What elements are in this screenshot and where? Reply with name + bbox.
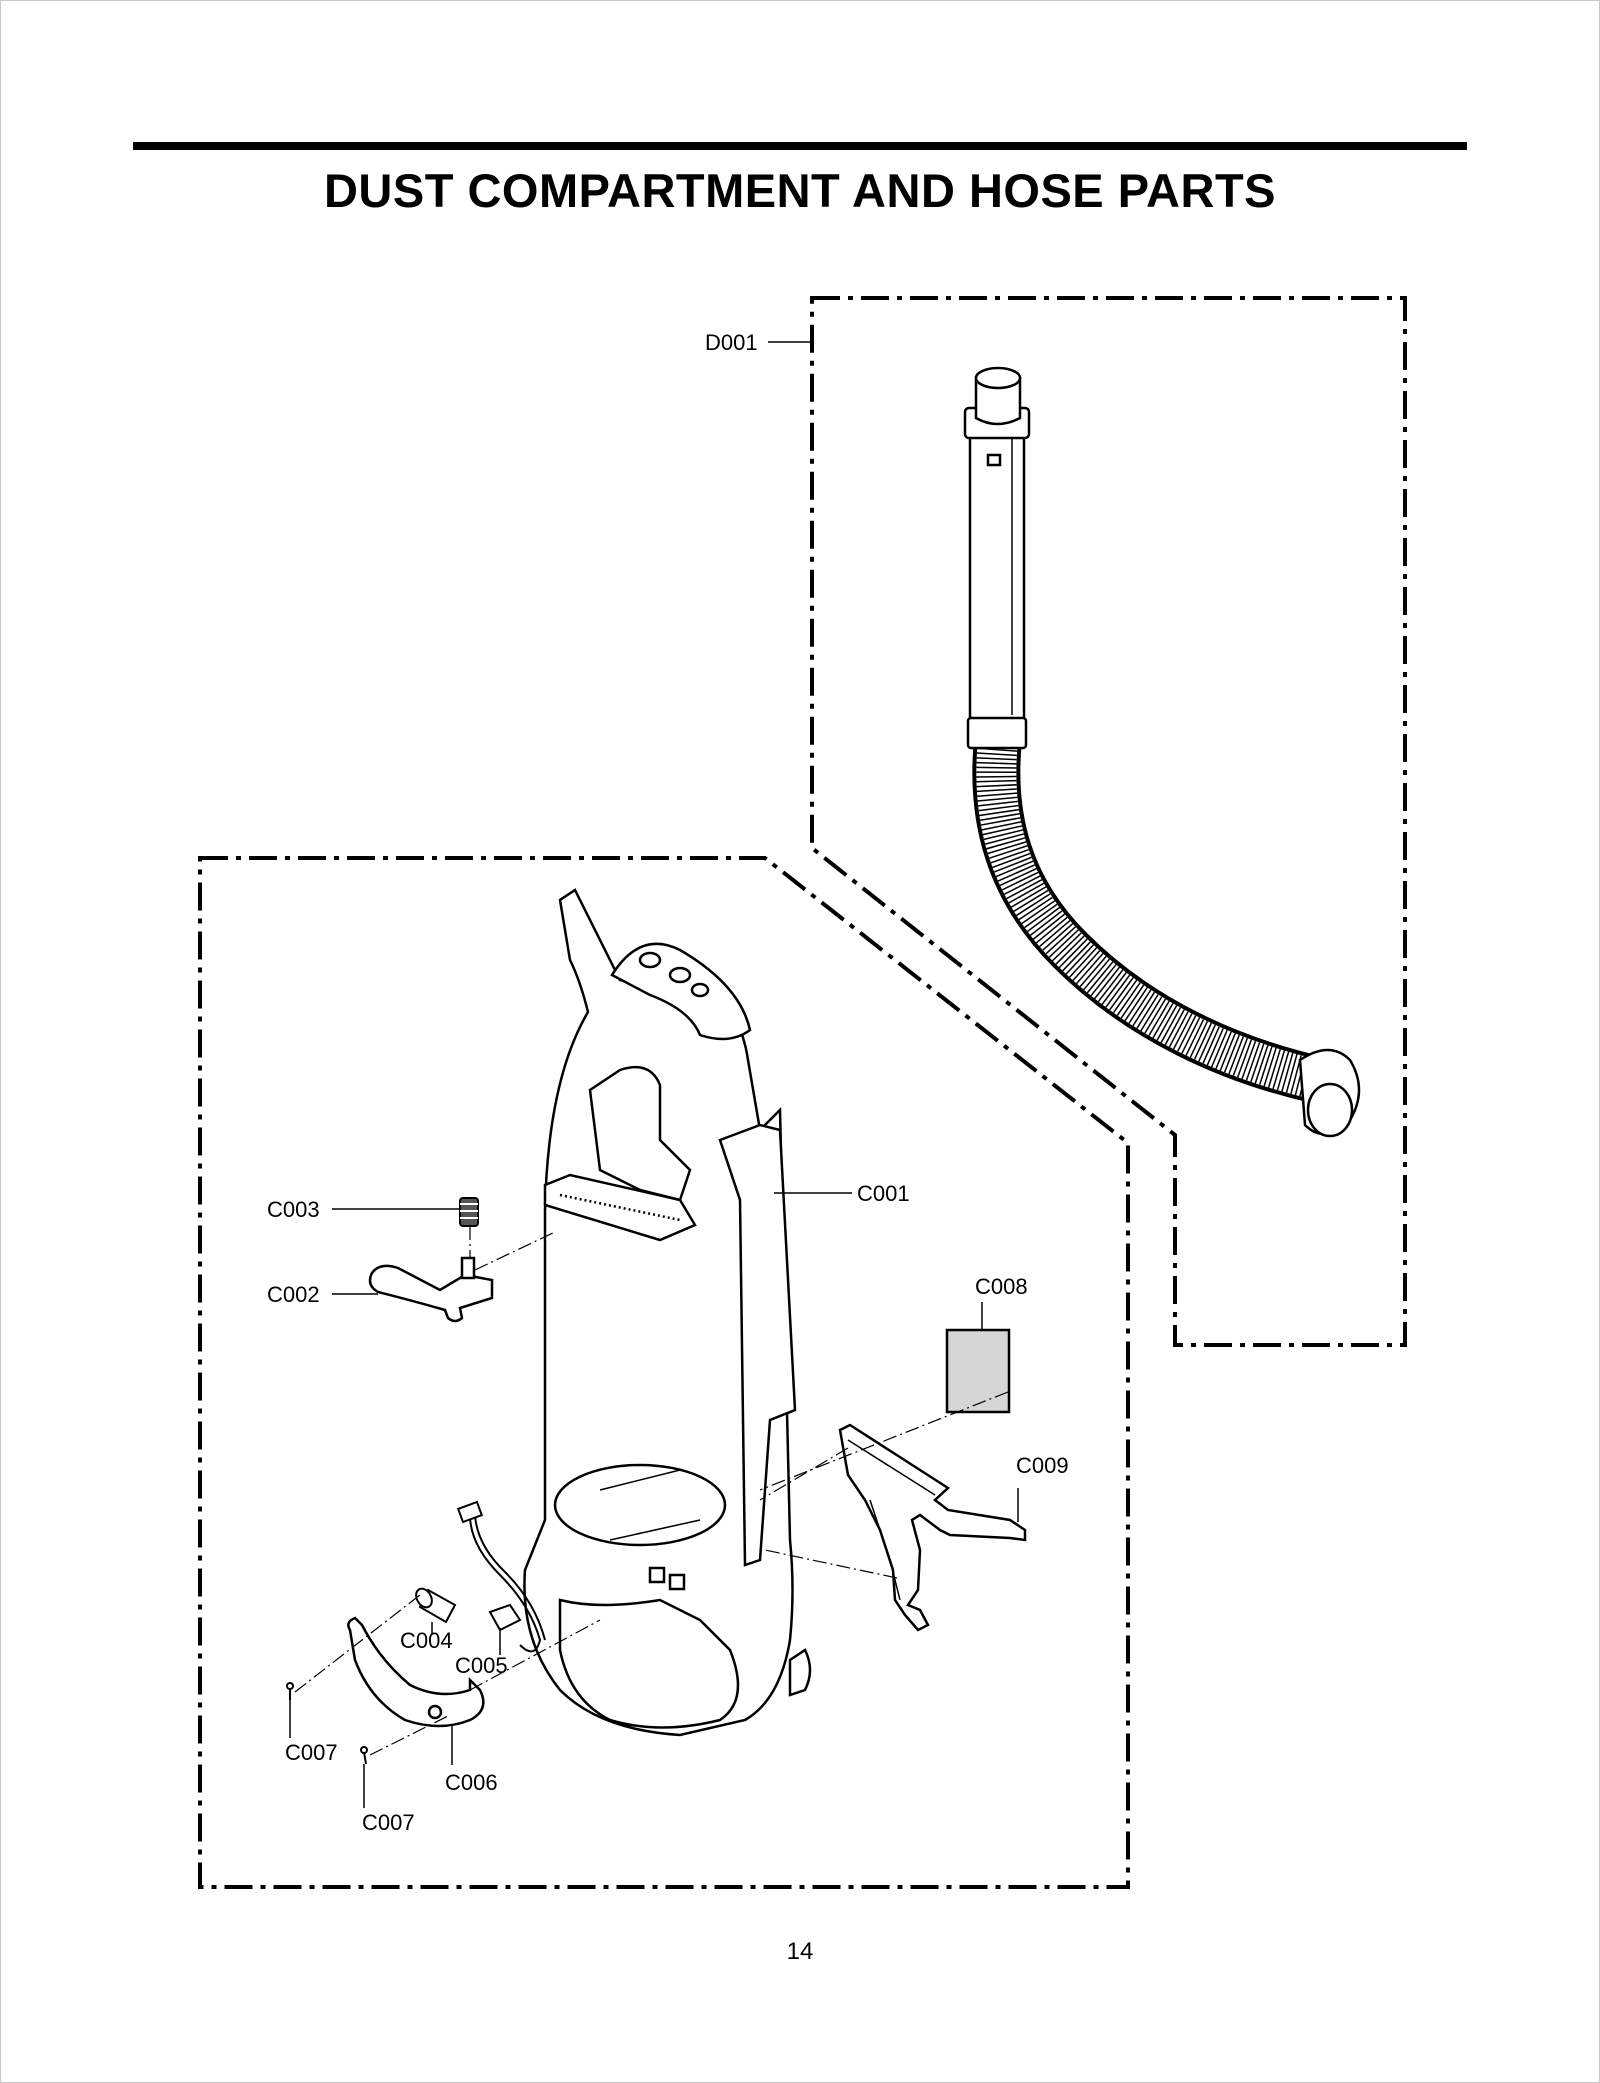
callout-c003: C003: [267, 1197, 320, 1222]
callout-c005: C005: [455, 1653, 508, 1678]
assembly-lines: [294, 1226, 1009, 1756]
callout-c007-b: C007: [362, 1810, 415, 1835]
callout-c004: C004: [400, 1628, 453, 1653]
cover-part: [347, 1616, 485, 1728]
wand-tip: [974, 376, 1022, 426]
filter-part: [945, 1328, 1011, 1414]
frame-gasket-part: [838, 1423, 1027, 1632]
leader-lines: [289, 341, 1019, 1808]
hose-group-boundary: [810, 296, 1407, 1347]
hose-wand-part: [963, 366, 1361, 1138]
dust-compartment-group-boundary: [198, 856, 1130, 1889]
flexible-hose-ribbing: [976, 738, 1323, 1100]
screw-b: [363, 1751, 367, 1765]
cylinder-part: [415, 1587, 457, 1624]
dust-compartment-body-part: [523, 888, 812, 1737]
wand-slot: [986, 453, 1002, 467]
hose-end-opening: [1306, 1082, 1354, 1138]
callout-c006: C006: [445, 1770, 498, 1795]
callout-d001: D001: [705, 330, 758, 355]
page-title: DUST COMPARTMENT AND HOSE PARTS: [323, 164, 1276, 217]
body-outlet: [788, 1648, 812, 1697]
switch-wire-part: [456, 1500, 546, 1653]
callout-c007-a: C007: [285, 1740, 338, 1765]
screws-part: [286, 1682, 368, 1765]
callout-c008: C008: [975, 1274, 1028, 1299]
flexible-hose-inner: [976, 720, 1338, 1100]
callout-c002: C002: [267, 1282, 320, 1307]
callout-c001: C001: [857, 1181, 910, 1206]
page-number: 14: [786, 1938, 814, 1965]
release-lever-part: [368, 1256, 494, 1323]
body-inner-tray: [553, 1463, 727, 1547]
body-base: [558, 1598, 740, 1729]
title-rule: [133, 142, 1467, 150]
body-side-panel: [718, 1123, 797, 1567]
spring-part: [459, 1197, 479, 1227]
wand-collar-lower: [966, 716, 1028, 750]
callout-c009: C009: [1016, 1453, 1069, 1478]
